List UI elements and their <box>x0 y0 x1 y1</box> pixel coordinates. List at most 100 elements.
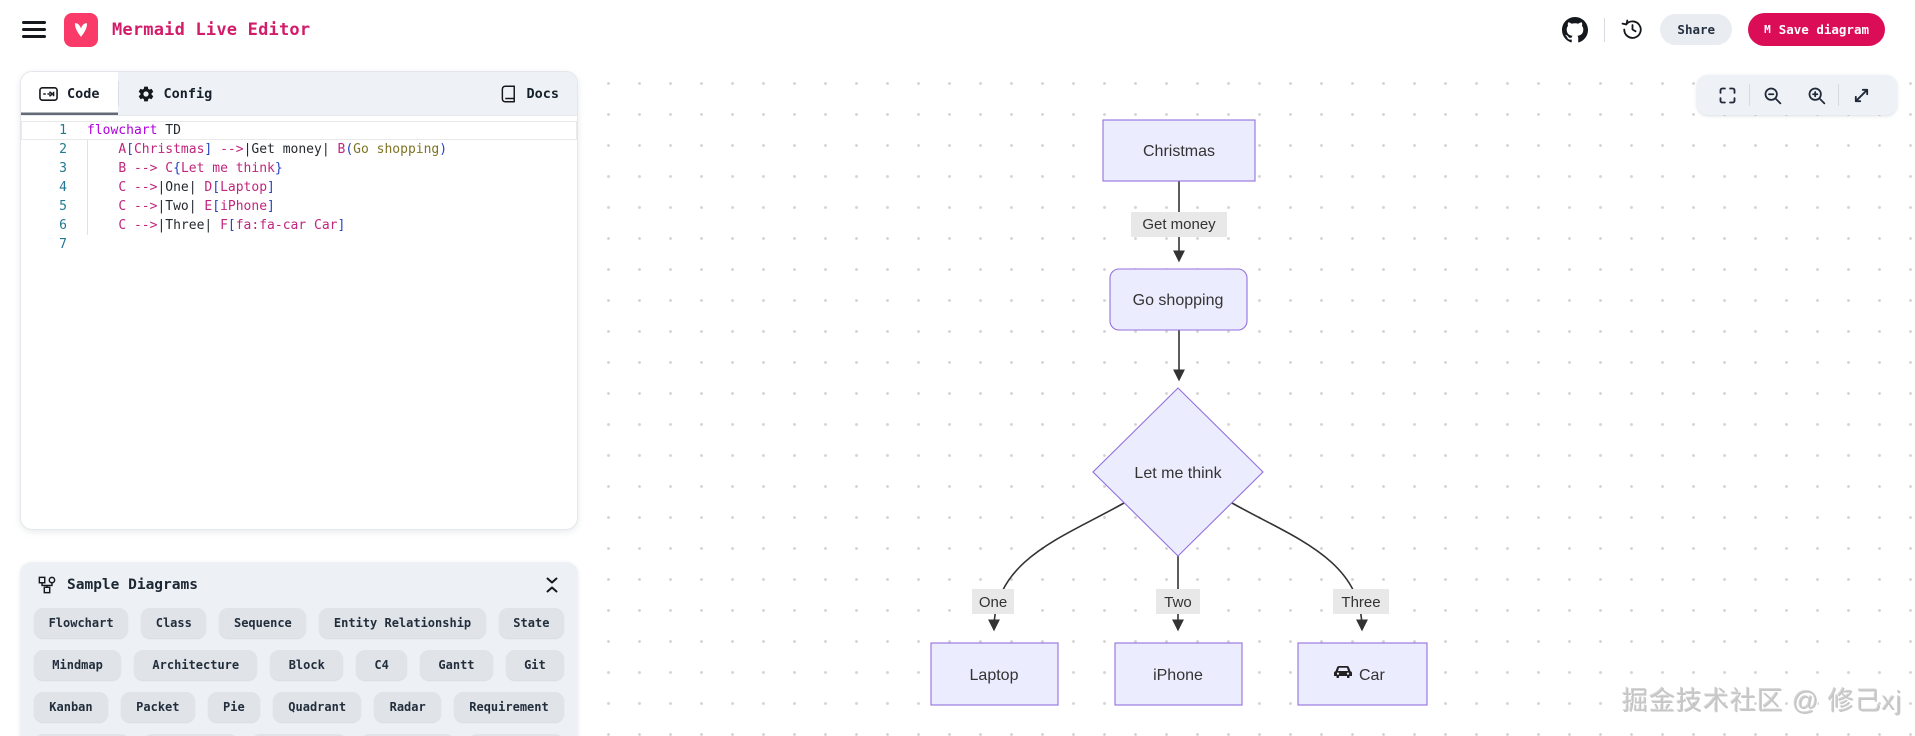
diagram-icon <box>38 576 56 594</box>
header-divider <box>1604 17 1606 42</box>
code-line[interactable]: 6 C -->|Three| F[fa:fa-car Car] <box>21 216 577 235</box>
sample-diagrams-header: Sample Diagrams <box>34 562 564 608</box>
code-line[interactable]: 2 A[Christmas] -->|Get money| B(Go shopp… <box>21 140 577 159</box>
save-diagram-button[interactable]: M Save diagram <box>1748 13 1885 46</box>
svg-text:Three: Three <box>1341 594 1380 611</box>
flowchart-diagram: Get money One Two Three Christmas Go <box>930 119 1428 706</box>
code-line-text <box>67 235 87 254</box>
sample-partial[interactable] <box>142 734 239 736</box>
mermaid-tail-icon <box>75 22 87 37</box>
sample-pie[interactable]: Pie <box>207 692 260 722</box>
edge-label-three: Three <box>1333 589 1389 614</box>
tab-config-label: Config <box>163 85 213 102</box>
gear-icon <box>138 86 153 101</box>
sample-sequence[interactable]: Sequence <box>219 608 307 638</box>
app-header: Mermaid Live Editor Share M Save diagram <box>0 0 1915 59</box>
zoom-in-button[interactable] <box>1794 75 1838 115</box>
sample-quadrant[interactable]: Quadrant <box>273 692 362 722</box>
fullscreen-button[interactable] <box>1705 75 1749 115</box>
code-line[interactable]: 4 C -->|One| D[Laptop] <box>21 178 577 197</box>
sample-entity-relationship[interactable]: Entity Relationship <box>319 608 486 638</box>
share-button[interactable]: Share <box>1660 14 1733 45</box>
main-area: Code Config Docs 1 flowchart TD 2 A[Christ… <box>0 59 1915 736</box>
line-number: 3 <box>59 161 67 176</box>
code-line[interactable]: 7 <box>21 235 577 254</box>
sample-c4[interactable]: C4 <box>356 650 408 680</box>
node-laptop: Laptop <box>930 642 1059 706</box>
code-editor-icon <box>39 86 58 101</box>
tab-config[interactable]: Config <box>119 72 231 115</box>
mermaid-logo[interactable] <box>64 12 98 47</box>
menu-icon[interactable] <box>22 21 46 38</box>
history-button[interactable] <box>1621 18 1644 41</box>
sample-partial[interactable] <box>34 734 130 736</box>
sample-block[interactable]: Block <box>270 650 344 680</box>
docs-button[interactable]: Docs <box>482 72 577 115</box>
zoom-in-icon <box>1808 87 1825 104</box>
code-line-text: C -->|One| D[Laptop] <box>118 180 275 195</box>
code-editor[interactable]: 1 flowchart TD 2 A[Christmas] -->|Get mone… <box>21 116 577 529</box>
edge-label-get-money: Get money <box>1131 212 1227 237</box>
line-number: 4 <box>59 180 67 195</box>
svg-text:Laptop: Laptop <box>970 667 1019 684</box>
svg-text:iPhone: iPhone <box>1153 667 1203 684</box>
svg-text:One: One <box>979 594 1007 611</box>
code-line-text: C -->|Two| E[iPhone] <box>118 199 275 214</box>
sample-git[interactable]: Git <box>505 650 565 680</box>
sample-state[interactable]: State <box>498 608 564 638</box>
code-line-text: flowchart TD <box>87 123 181 138</box>
code-line-text: A[Christmas] -->|Get money| B(Go shoppin… <box>118 142 448 157</box>
code-line-text: C -->|Three| F[fa:fa-car Car] <box>118 218 346 233</box>
edge-label-one: One <box>972 589 1014 614</box>
collapse-button[interactable] <box>544 576 560 594</box>
node-christmas: Christmas <box>1102 119 1256 182</box>
mermaid-mark-icon: M <box>1764 23 1771 36</box>
book-icon <box>502 84 516 103</box>
code-line[interactable]: 1 flowchart TD <box>21 121 577 140</box>
node-car: Car <box>1297 642 1428 706</box>
sample-diagrams-title: Sample Diagrams <box>67 577 198 593</box>
fullscreen-icon <box>1719 87 1735 103</box>
node-let-me-think: Let me think <box>1092 387 1264 557</box>
code-line[interactable]: 3 B --> C{Let me think} <box>21 159 577 178</box>
sample-radar[interactable]: Radar <box>374 692 441 722</box>
svg-text:Two: Two <box>1164 594 1192 611</box>
edge-label-two: Two <box>1156 589 1200 614</box>
node-iphone: iPhone <box>1114 642 1243 706</box>
svg-text:Let me think: Let me think <box>1134 465 1222 482</box>
github-button[interactable] <box>1562 16 1589 43</box>
editor-tabbar: Code Config Docs <box>21 72 577 116</box>
tab-code[interactable]: Code <box>21 72 118 115</box>
sample-partial[interactable] <box>251 734 347 736</box>
sample-flowchart[interactable]: Flowchart <box>34 608 129 638</box>
sample-requirement[interactable]: Requirement <box>453 692 564 722</box>
node-go-shopping: Go shopping <box>1109 268 1248 331</box>
svg-text:Christmas: Christmas <box>1143 143 1215 160</box>
sample-class[interactable]: Class <box>141 608 207 638</box>
sample-partial[interactable] <box>468 734 564 736</box>
sample-diagram-buttons: Flowchart Class Sequence Entity Relationshi… <box>34 608 565 736</box>
sample-packet[interactable]: Packet <box>120 692 195 722</box>
indent-guide <box>87 140 88 235</box>
code-panel: Code Config Docs 1 flowchart TD 2 A[Christ… <box>20 71 578 530</box>
sample-partial[interactable] <box>359 734 456 736</box>
tab-code-label: Code <box>67 85 100 102</box>
sample-gantt[interactable]: Gantt <box>420 650 493 680</box>
app-title: Mermaid Live Editor <box>112 19 311 40</box>
sample-kanban[interactable]: Kanban <box>34 692 108 722</box>
diagram-canvas[interactable]: Get money One Two Three Christmas Go <box>586 59 1915 736</box>
sample-mindmap[interactable]: Mindmap <box>34 650 122 680</box>
expand-button[interactable] <box>1839 75 1883 115</box>
line-number: 7 <box>59 237 67 252</box>
docs-label: Docs <box>526 85 559 102</box>
zoom-out-button[interactable] <box>1750 75 1794 115</box>
line-number: 1 <box>59 123 67 138</box>
code-line-text: B --> C{Let me think} <box>118 161 283 176</box>
code-line[interactable]: 5 C -->|Two| E[iPhone] <box>21 197 577 216</box>
collapse-icon <box>546 577 558 593</box>
watermark: 掘金技术社区 @ 修己xj <box>1622 686 1903 716</box>
sample-architecture[interactable]: Architecture <box>134 650 258 680</box>
toolbar-divider <box>1838 84 1839 106</box>
save-diagram-label: Save diagram <box>1778 22 1869 37</box>
zoom-out-icon <box>1764 87 1781 104</box>
